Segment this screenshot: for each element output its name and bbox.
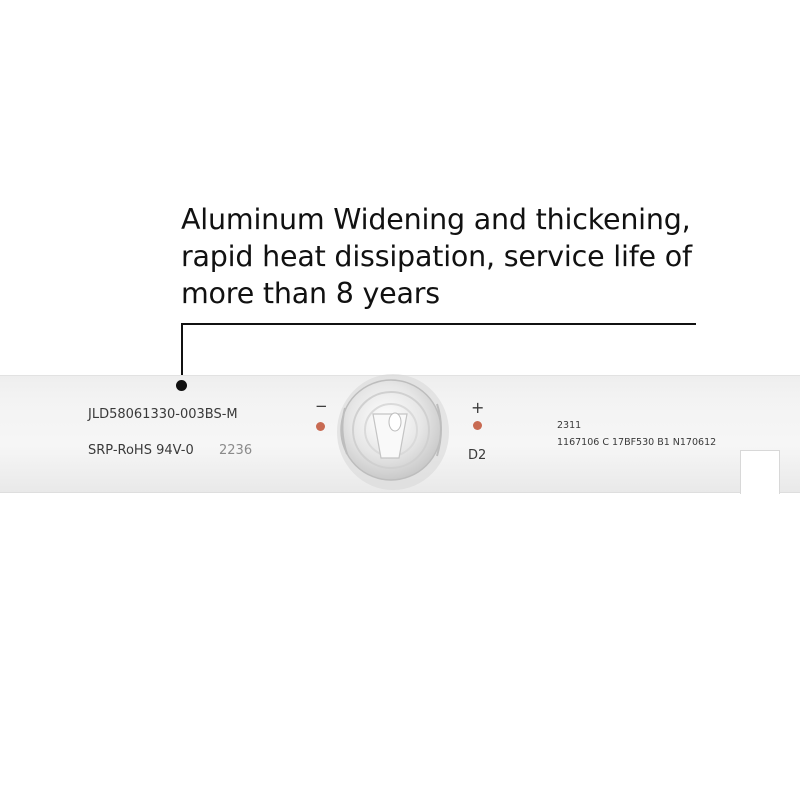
plus-polarity-label: + bbox=[471, 398, 485, 417]
code-top: 2311 bbox=[557, 420, 582, 431]
leader-line-vertical bbox=[181, 323, 183, 385]
code-bottom: 1167106 C 17BF530 B1 N170612 bbox=[557, 437, 717, 448]
caption-line-1: Aluminum Widening and thickening, bbox=[181, 203, 691, 236]
compliance-label: SRP-RoHS 94V-0 bbox=[88, 443, 194, 458]
led-lens-icon bbox=[337, 374, 449, 490]
leader-dot-icon bbox=[176, 380, 187, 391]
strip-notch bbox=[740, 450, 780, 494]
caption-line-2: rapid heat dissipation, service life of bbox=[181, 240, 692, 273]
led-designator: D2 bbox=[468, 448, 487, 463]
solder-pad-minus-icon bbox=[316, 422, 325, 431]
feature-caption: Aluminum Widening and thickening, rapid … bbox=[181, 201, 781, 312]
caption-line-3: more than 8 years bbox=[181, 277, 440, 310]
minus-polarity-label: − bbox=[315, 397, 328, 415]
part-number: JLD58061330-003BS-M bbox=[88, 407, 238, 422]
date-code: 2236 bbox=[219, 443, 253, 458]
leader-line-horizontal bbox=[181, 323, 696, 325]
solder-pad-plus-icon bbox=[473, 421, 482, 430]
